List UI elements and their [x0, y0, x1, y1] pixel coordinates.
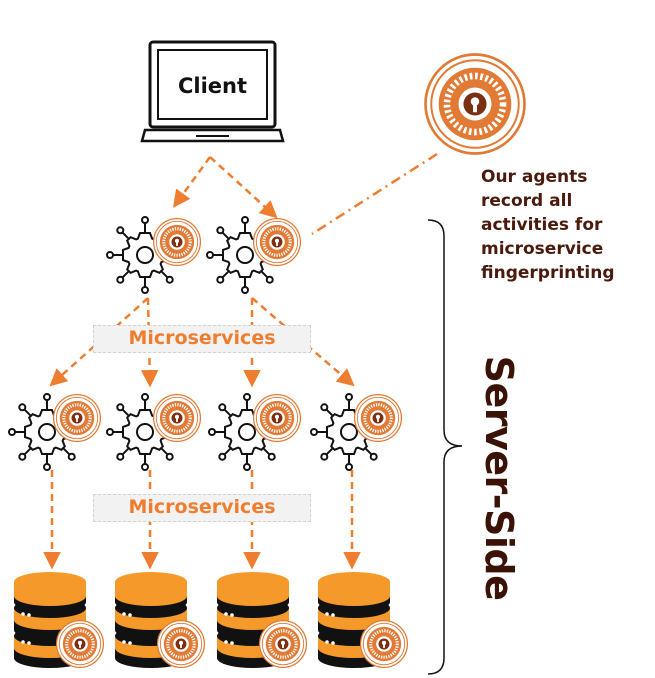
- agent-seal-large-icon: [426, 54, 525, 153]
- server-side-bracket: [427, 219, 463, 675]
- microservices-label: Microservices: [93, 494, 311, 522]
- server-side-label: Server-Side: [477, 355, 521, 601]
- agent-seal-icon: [359, 619, 409, 669]
- agent-seal-icon: [152, 217, 202, 267]
- agent-seal-icon: [52, 393, 102, 443]
- agent-seal-icon: [353, 393, 403, 443]
- microservices-label: Microservices: [93, 325, 311, 353]
- agent-seal-icon: [156, 619, 206, 669]
- agent-seal-icon: [252, 393, 302, 443]
- agent-seal-icon: [152, 393, 202, 443]
- agent-seal-icon: [252, 217, 302, 267]
- service-1-split-arrow-right: [140, 297, 159, 388]
- agent-seal-icon: [55, 619, 105, 669]
- client-label: Client: [177, 74, 248, 98]
- client-to-service-1-arrow: [172, 156, 212, 208]
- agents-note: Our agents record all activities for mic…: [481, 167, 615, 283]
- agent-link-line: [311, 152, 438, 236]
- client-to-service-2-arrow: [209, 156, 278, 219]
- laptop-icon: [140, 40, 285, 143]
- agent-seal-icon: [258, 619, 308, 669]
